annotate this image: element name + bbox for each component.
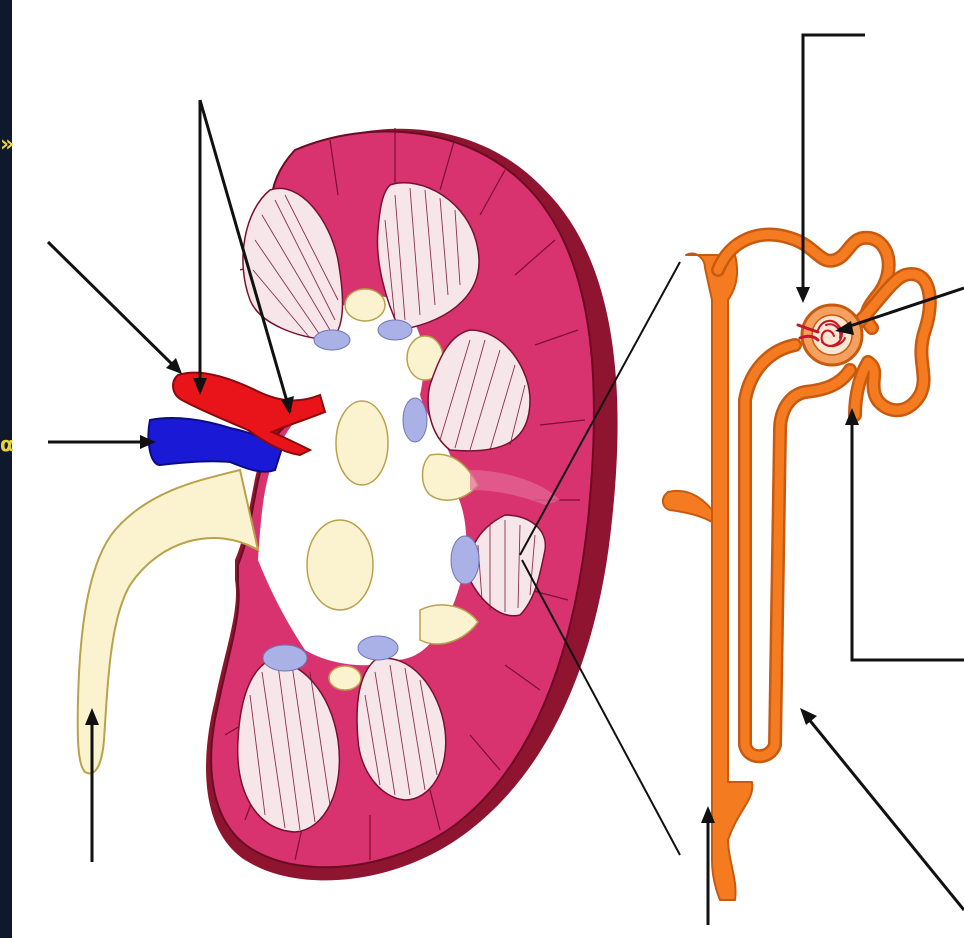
edge-mark-mid-left: α (0, 433, 14, 455)
edge-mark-top-left: » (0, 134, 14, 156)
